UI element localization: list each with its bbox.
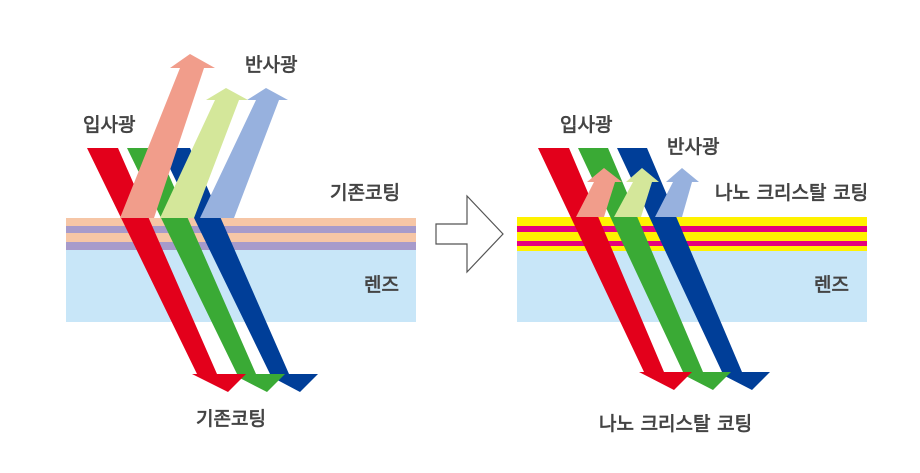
right-reflected-label: 반사광 — [667, 136, 720, 158]
left-bottom-caption: 기존코팅 — [196, 408, 266, 430]
right-reflect-green — [614, 168, 659, 217]
left-old-coating — [66, 218, 416, 250]
right-green-ray — [578, 148, 731, 390]
right-bottom-caption: 나노 크리스탈 코팅 — [599, 413, 753, 435]
right-incident-label: 입사광 — [560, 114, 613, 136]
left-reflect-red — [120, 54, 215, 218]
left-diagram — [66, 54, 416, 392]
right-nano-coating — [517, 217, 867, 251]
right-reflect-blue — [655, 168, 699, 217]
transition-arrow — [435, 194, 504, 274]
right-coating-label: 나노 크리스탈 코팅 — [715, 182, 869, 204]
left-reflect-blue — [200, 88, 288, 218]
right-blue-ray — [617, 148, 770, 390]
left-reflect-green — [160, 88, 248, 218]
left-blue-ray — [160, 148, 318, 392]
right-lens-label: 렌즈 — [814, 274, 849, 296]
right-red-ray — [538, 148, 692, 390]
left-lens-label: 렌즈 — [364, 274, 399, 296]
right-diagram — [517, 148, 867, 390]
left-incident-label: 입사광 — [83, 114, 136, 136]
left-coating-label: 기존코팅 — [330, 182, 400, 204]
left-reflected-label: 반사광 — [245, 54, 298, 76]
right-reflect-red — [576, 168, 622, 217]
